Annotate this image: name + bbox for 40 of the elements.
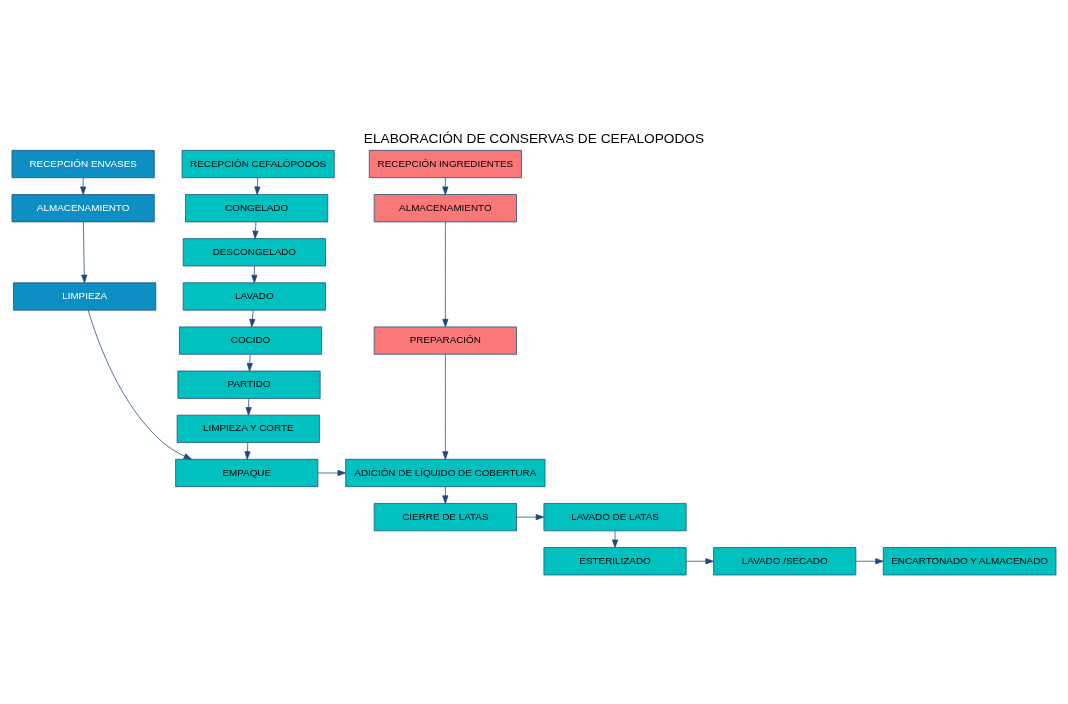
arrow — [612, 530, 619, 548]
arrow — [442, 221, 449, 328]
arrow — [81, 221, 88, 284]
arrow — [442, 486, 449, 504]
diagram-title: ELABORACIÓN DE CONSERVAS DE CEFALOPODOS — [363, 131, 705, 147]
arrow — [249, 309, 256, 328]
arrow — [244, 442, 251, 460]
node-box: ENCARTONADO Y ALMACENADO — [882, 547, 1057, 576]
node-box: LAVADO DE LATAS — [543, 503, 687, 532]
node-box: DESCONGELADO — [182, 238, 326, 267]
node-box: ESTERILIZADO — [543, 547, 687, 576]
arrow — [685, 558, 714, 565]
node-box: ALMACENAMIENTO — [11, 194, 155, 223]
arrow — [252, 221, 259, 239]
arrow — [254, 177, 261, 195]
arrow — [516, 514, 545, 521]
node-box: ADICIÓN DE LÍQUIDO DE COBERTURA — [345, 458, 546, 488]
arrow — [442, 177, 449, 195]
node-box: EMPAQUE — [175, 458, 319, 488]
node-box: LIMPIEZA — [13, 282, 157, 311]
node-box: LIMPIEZA Y CORTE — [176, 414, 320, 443]
arrow — [246, 354, 253, 372]
node-box: RECEPCIÓN ENVASES — [11, 149, 155, 179]
node-box: PARTIDO — [177, 370, 321, 399]
arrow — [80, 177, 87, 195]
arrow — [245, 398, 252, 416]
arrow — [442, 354, 449, 460]
node-box: COCIDO — [179, 326, 323, 355]
node-box: ALMACENAMIENTO — [373, 194, 517, 223]
node-box: RECEPCIÓN CEFALÓPODOS — [181, 149, 335, 179]
node-box: CIERRE DE LATAS — [373, 503, 517, 532]
node-box: PREPARACIÓN — [373, 326, 517, 355]
node-box: LAVADO — [182, 282, 326, 311]
node-box: LAVADO /SECADO — [713, 547, 857, 576]
arrow — [87, 309, 192, 460]
arrow — [317, 469, 346, 477]
arrow — [251, 265, 258, 284]
arrow — [855, 558, 884, 565]
node-box: RECEPCIÓN INGREDIENTES — [368, 149, 522, 179]
node-box: CONGELADO — [185, 194, 329, 223]
